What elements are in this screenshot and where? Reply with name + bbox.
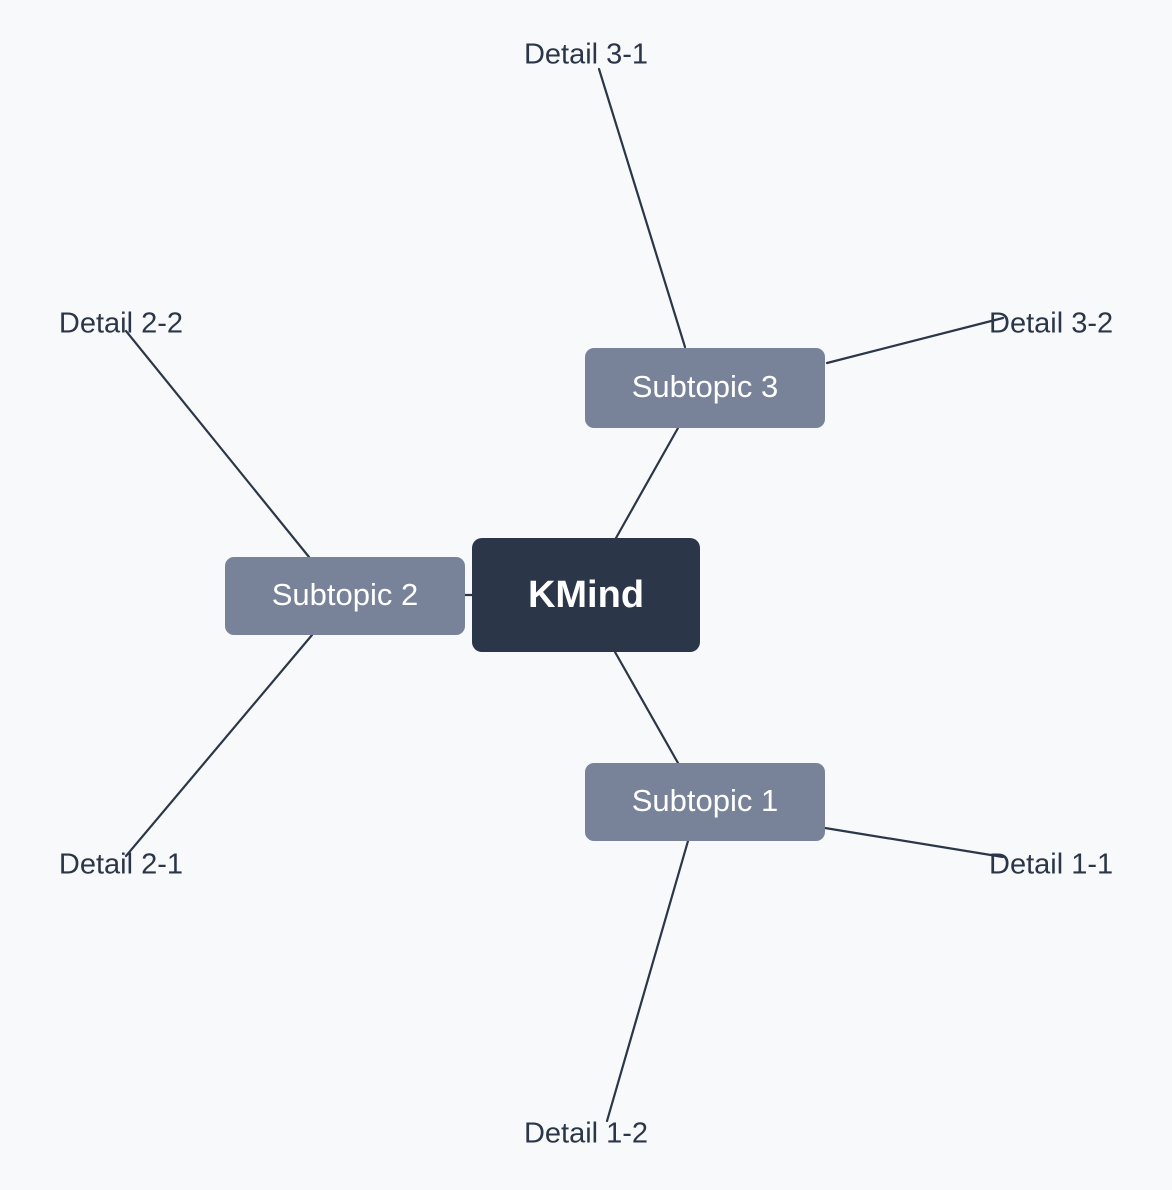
leaf-detail-3-2[interactable]: Detail 3-2 <box>989 308 1113 340</box>
edge-subtopic-1-to-detail-1-2 <box>605 839 690 1123</box>
node-subtopic-2-label: Subtopic 2 <box>272 577 419 612</box>
edge-subtopic-3-to-detail-3-2 <box>825 316 1005 365</box>
edge-subtopic-3-to-detail-3-1 <box>597 67 687 349</box>
node-subtopic-1[interactable]: Subtopic 1 <box>585 763 825 841</box>
node-subtopic-3[interactable]: Subtopic 3 <box>585 348 825 428</box>
leaf-detail-2-2[interactable]: Detail 2-2 <box>59 308 183 340</box>
node-subtopic-1-label: Subtopic 1 <box>632 783 779 818</box>
node-subtopic-3-label: Subtopic 3 <box>632 369 779 404</box>
leaf-detail-1-2[interactable]: Detail 1-2 <box>524 1118 648 1150</box>
leaf-detail-1-1[interactable]: Detail 1-1 <box>989 849 1113 881</box>
branch-edges <box>124 67 1005 1123</box>
node-subtopic-2-rect[interactable] <box>225 557 465 635</box>
root-edges <box>462 426 680 765</box>
node-root-label: KMind <box>528 574 644 616</box>
leaf-detail-2-1[interactable]: Detail 2-1 <box>59 849 183 881</box>
edge-subtopic-2-to-detail-2-2 <box>124 329 311 559</box>
edge-root-to-subtopic-3 <box>614 426 680 540</box>
node-root-rect[interactable] <box>472 538 700 652</box>
node-subtopic-2[interactable]: Subtopic 2 <box>225 557 465 635</box>
edge-subtopic-1-to-detail-1-1 <box>823 826 1005 859</box>
node-subtopic-3-rect[interactable] <box>585 348 825 428</box>
node-root-kmind[interactable]: KMind <box>472 538 700 652</box>
edge-subtopic-2-to-detail-2-1 <box>124 633 314 858</box>
edge-root-to-subtopic-1 <box>613 650 680 765</box>
leaf-detail-3-1[interactable]: Detail 3-1 <box>524 39 648 71</box>
leaf-labels: Detail 3-1 Detail 3-2 Detail 2-2 Detail … <box>59 39 1113 1150</box>
node-subtopic-1-rect[interactable] <box>585 763 825 841</box>
